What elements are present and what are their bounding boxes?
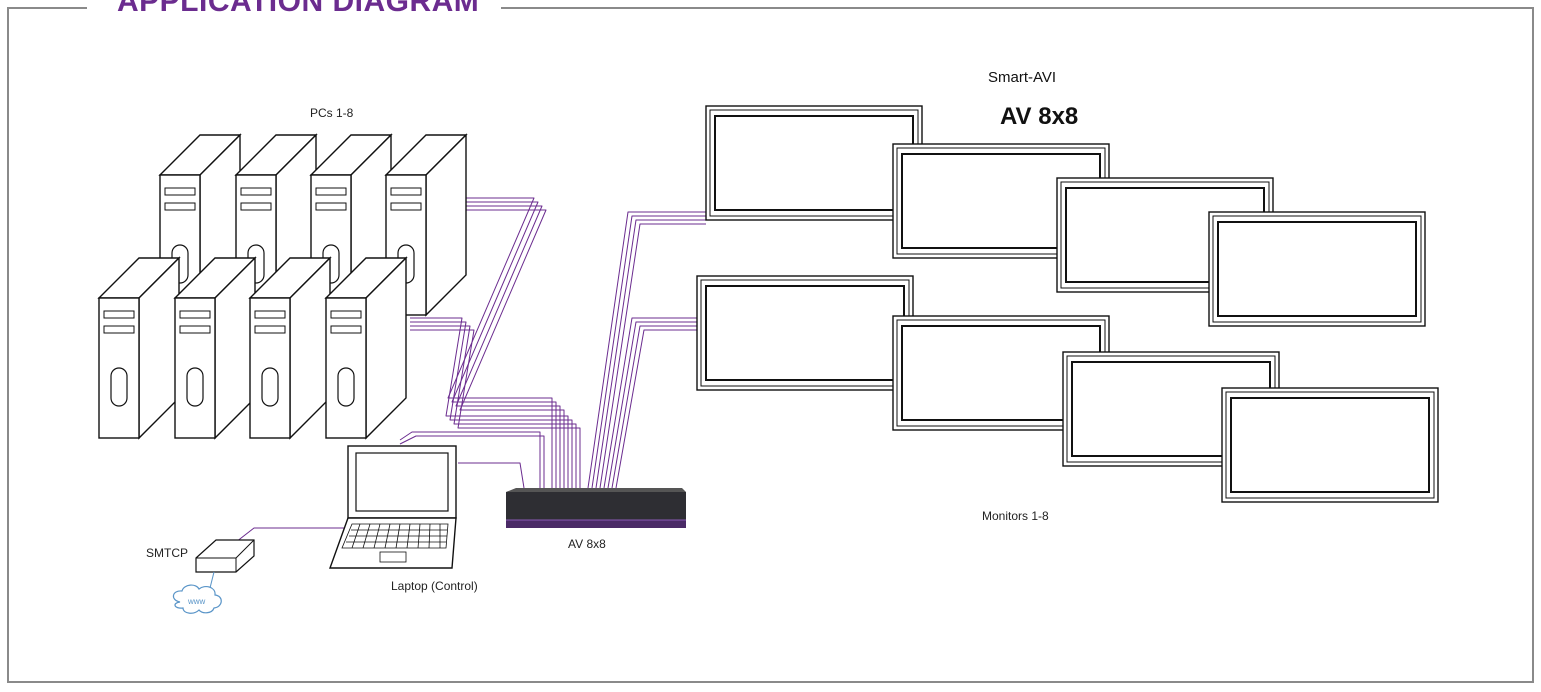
monitor-4 [1208, 211, 1426, 327]
laptop-keyboard [341, 523, 449, 563]
laptop [329, 445, 457, 569]
cloud-icon [172, 584, 222, 614]
cloud-label: www [187, 597, 206, 606]
brand-logo: Smart-AVI [988, 69, 1056, 86]
diagram-frame: APPLICATION DIAGRAM [7, 0, 1534, 683]
smtcp-label: SMTCP [146, 546, 188, 560]
cable-bundle [235, 197, 706, 543]
monitor-5 [696, 275, 914, 391]
monitor-8 [1221, 387, 1439, 503]
laptop-label: Laptop (Control) [391, 579, 478, 593]
monitor-1 [705, 105, 923, 221]
page-title: APPLICATION DIAGRAM [117, 0, 480, 18]
pc-tower-5 [98, 257, 180, 439]
product-title: AV 8x8 [1000, 103, 1078, 130]
pcs-label: PCs 1-8 [310, 106, 354, 120]
av-8x8-switcher [506, 488, 686, 528]
smtcp-device [195, 539, 255, 589]
switcher-label: AV 8x8 [568, 537, 606, 551]
title-box: APPLICATION DIAGRAM [87, 0, 502, 31]
monitors-label: Monitors 1-8 [982, 509, 1049, 523]
